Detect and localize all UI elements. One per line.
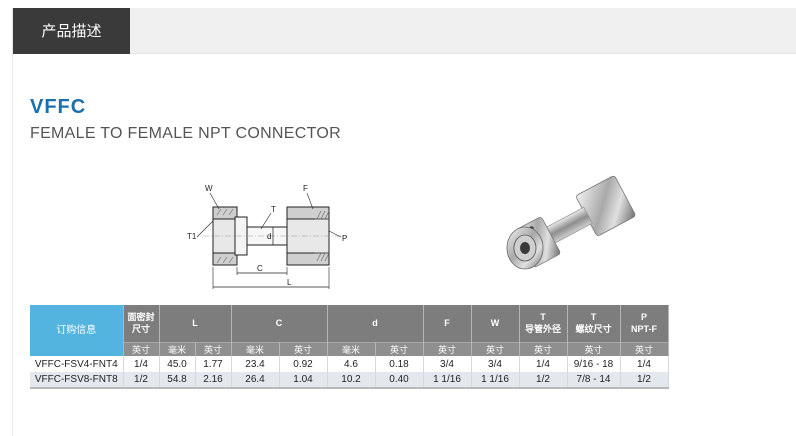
table-cell: 7/8 - 14 <box>567 372 621 389</box>
col-w: W <box>471 305 520 342</box>
table-cell: 1/4 <box>620 356 669 372</box>
product-subtitle: FEMALE TO FEMALE NPT CONNECTOR <box>30 125 341 142</box>
label-t1: T1 <box>187 232 197 241</box>
label-w: W <box>205 184 213 193</box>
label-l: L <box>287 278 292 287</box>
product-code: VFFC <box>30 96 87 118</box>
table-cell: 1 1/16 <box>471 372 520 389</box>
table-cell: 54.8 <box>159 372 196 389</box>
unit: 英寸 <box>123 341 160 356</box>
unit: 英寸 <box>567 341 621 356</box>
table-cell: 0.92 <box>279 356 328 372</box>
col-f: F <box>423 305 472 342</box>
table-cell: 1/2 <box>123 372 160 389</box>
table-cell: 0.18 <box>375 356 424 372</box>
order-info-header: 订购信息 <box>30 305 124 356</box>
label-c: C <box>257 264 263 273</box>
col-c: C <box>231 305 328 342</box>
col-d: d <box>327 305 424 342</box>
table-cell: 1/2 <box>519 372 568 389</box>
unit: 英寸 <box>519 341 568 356</box>
label-d: d <box>267 232 271 241</box>
part-number: VFFC-FSV4-FNT4 <box>30 356 124 372</box>
table-cell: 1/4 <box>123 356 160 372</box>
col-face-seal-size: 面密封尺寸 <box>123 305 160 342</box>
unit: 英寸 <box>471 341 520 356</box>
label-f: F <box>303 184 308 193</box>
unit: 毫米 <box>231 341 280 356</box>
table-cell: 1.04 <box>279 372 328 389</box>
unit: 英寸 <box>375 341 424 356</box>
tab-product-description[interactable]: 产品描述 <box>13 8 130 54</box>
dimension-drawing: W F T T1 d P C L <box>187 184 347 289</box>
unit: 毫米 <box>327 341 376 356</box>
table-row: VFFC-FSV8-FNT8 1/2 54.8 2.16 26.4 1.04 1… <box>30 372 669 389</box>
table-cell: 4.6 <box>327 356 376 372</box>
table-cell: 2.16 <box>195 372 232 389</box>
table-cell: 1/4 <box>519 356 568 372</box>
unit: 毫米 <box>159 341 196 356</box>
units-row: 英寸 毫米 英寸 毫米 英寸 毫米 英寸 英寸 英寸 英寸 英寸 英寸 <box>30 341 669 356</box>
table-cell: 0.40 <box>375 372 424 389</box>
table-cell: 26.4 <box>231 372 280 389</box>
tab-bar: 产品描述 <box>13 8 796 54</box>
part-number: VFFC-FSV8-FNT8 <box>30 372 124 389</box>
unit: 英寸 <box>195 341 232 356</box>
unit: 英寸 <box>279 341 328 356</box>
unit: 英寸 <box>423 341 472 356</box>
table-cell: 1.77 <box>195 356 232 372</box>
col-l: L <box>159 305 232 342</box>
table-cell: 23.4 <box>231 356 280 372</box>
table-cell: 1/2 <box>620 372 669 389</box>
table-row: VFFC-FSV4-FNT4 1/4 45.0 1.77 23.4 0.92 4… <box>30 356 669 372</box>
label-p: P <box>342 234 347 243</box>
table-cell: 45.0 <box>159 356 196 372</box>
table-cell: 1 1/16 <box>423 372 472 389</box>
table-cell: 3/4 <box>471 356 520 372</box>
table-cell: 3/4 <box>423 356 472 372</box>
product-photo <box>506 175 636 270</box>
table-cell: 10.2 <box>327 372 376 389</box>
table-cell: 9/16 - 18 <box>567 356 621 372</box>
unit: 英寸 <box>620 341 669 356</box>
label-t: T <box>271 205 276 214</box>
